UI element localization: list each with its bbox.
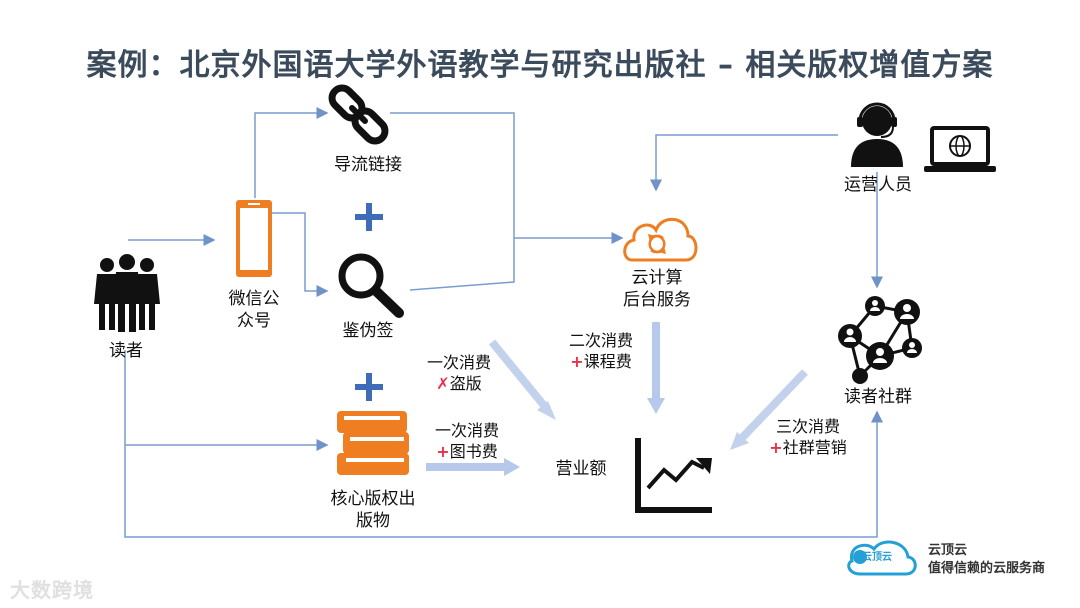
first-consumption-books-label: 一次消费 +图书费: [426, 420, 508, 462]
watermark: 大数跨境: [10, 578, 94, 602]
traffic-link-label: 导流链接: [334, 155, 402, 175]
brand-slogan: 值得信赖的云服务商: [928, 561, 1046, 576]
core-publication-line1: 核心版权出: [330, 489, 416, 509]
plus-mark: +: [570, 352, 584, 371]
books-line1: 一次消费: [434, 421, 499, 440]
community-network-icon: [838, 296, 922, 384]
anti-fake-label: 鉴伪签: [342, 321, 394, 341]
piracy-line1: 一次消费: [426, 353, 491, 372]
third-line2: +社群营销: [762, 437, 854, 458]
revenue-arrows: [426, 322, 808, 476]
wechat-to-link-arrow: [254, 107, 329, 198]
books-icon: [337, 411, 409, 475]
revenue-label: 营业额: [555, 459, 607, 479]
search-icon: [338, 253, 404, 318]
course-flow-arrow: [647, 322, 665, 414]
laptop-web-icon: [924, 126, 996, 172]
link-to-cloud-line: [390, 112, 515, 238]
second-consumption-label: 二次消费 +课程费: [560, 330, 642, 372]
first-consumption-piracy-label: 一次消费 ✗盗版: [420, 352, 498, 394]
readers-to-community-arrow: [124, 350, 883, 538]
brand-logo-text: 云顶云: [862, 552, 892, 563]
third-consumption-label: 三次消费 +社群营销: [762, 416, 854, 458]
search-to-cloud-line: [409, 238, 515, 291]
second-line2: +课程费: [560, 351, 642, 372]
second-text: 课程费: [583, 352, 632, 371]
core-publication-line2: 版物: [356, 511, 390, 531]
third-line1: 三次消费: [775, 417, 840, 436]
brand-logo-icon: [847, 540, 917, 576]
cloud-service-line2: 后台服务: [623, 290, 691, 310]
readers-group-icon: [94, 254, 160, 332]
wechat-label: 微信公 众号: [212, 288, 296, 332]
community-label: 读者社群: [844, 387, 912, 407]
operator-icon: [851, 102, 903, 167]
plus-mark: +: [436, 442, 450, 461]
piracy-flow-arrow: [488, 339, 556, 420]
revenue-chart-icon: [635, 438, 712, 513]
cloud-service-label: 云计算 后台服务: [612, 267, 702, 311]
core-publication-label: 核心版权出 版物: [318, 488, 428, 532]
third-text: 社群营销: [782, 438, 847, 457]
piracy-text: 盗版: [449, 374, 482, 393]
operators-label: 运营人员: [844, 175, 912, 195]
page-title: 案例：北京外国语大学外语教学与研究出版社 – 相关版权增值方案: [86, 48, 994, 83]
books-text: 图书费: [449, 442, 498, 461]
wechat-to-search-arrow: [270, 212, 329, 297]
wechat-label-line1: 微信公: [228, 289, 280, 309]
cloud-icon: [623, 218, 698, 262]
second-line1: 二次消费: [568, 331, 633, 350]
plus-signs: [355, 203, 383, 401]
piracy-line2: ✗盗版: [420, 373, 498, 394]
readers-label: 读者: [109, 341, 143, 361]
books-line2: +图书费: [426, 441, 508, 462]
brand-name: 云顶云: [928, 543, 968, 558]
community-flow-arrow: [730, 369, 808, 450]
connector-lines: [124, 107, 883, 538]
link-icon: [328, 84, 389, 145]
wechat-label-line2: 众号: [237, 311, 271, 331]
cloud-service-line1: 云计算: [631, 268, 683, 288]
cross-icon: ✗: [436, 374, 450, 393]
books-flow-arrow: [426, 458, 520, 476]
phone-icon: [236, 200, 272, 277]
operators-to-cloud-arrow: [650, 134, 838, 192]
plus-mark: +: [769, 438, 783, 457]
